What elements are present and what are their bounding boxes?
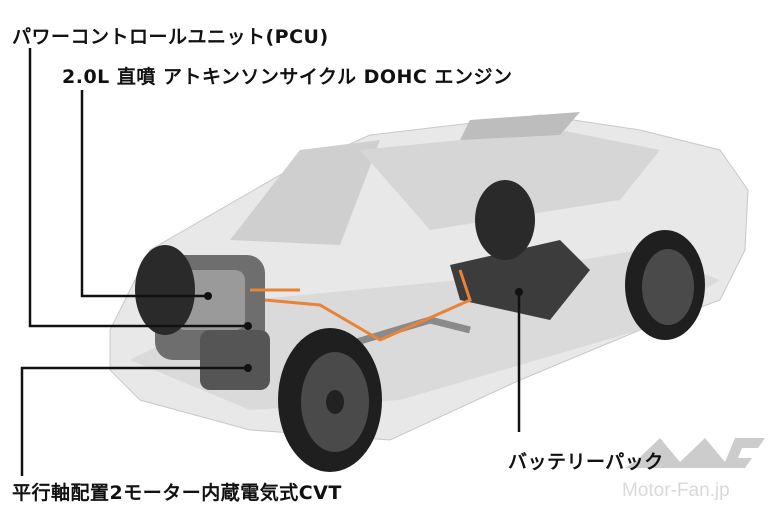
hv-cable: [264, 269, 472, 342]
leader-line-pcu: [28, 48, 248, 328]
label-engine: 2.0L 直噴 アトキンソンサイクル DOHC エンジン: [62, 66, 513, 88]
windshield: [230, 140, 380, 245]
label-battery-pack: バッテリーパック: [508, 451, 664, 473]
label-pcu: パワーコントロールユニット(PCU): [12, 26, 329, 48]
side-window: [360, 130, 660, 230]
leader-line-cvt: [20, 366, 248, 476]
battery-pack: [450, 240, 590, 320]
watermark-text: Motor-Fan.jp: [622, 480, 730, 501]
exhaust-pipe: [328, 316, 471, 354]
front-left-wheel: [278, 328, 382, 472]
motor-fan-logo: [625, 438, 765, 468]
sunroof: [460, 112, 580, 140]
rear-left-wheel: [475, 180, 535, 260]
label-cvt: 平行軸配置2モーター内蔵電気式CVT: [12, 482, 342, 504]
front-right-wheel: [135, 245, 195, 335]
rear-right-wheel: [625, 230, 705, 340]
leader-line-engine: [80, 90, 208, 298]
